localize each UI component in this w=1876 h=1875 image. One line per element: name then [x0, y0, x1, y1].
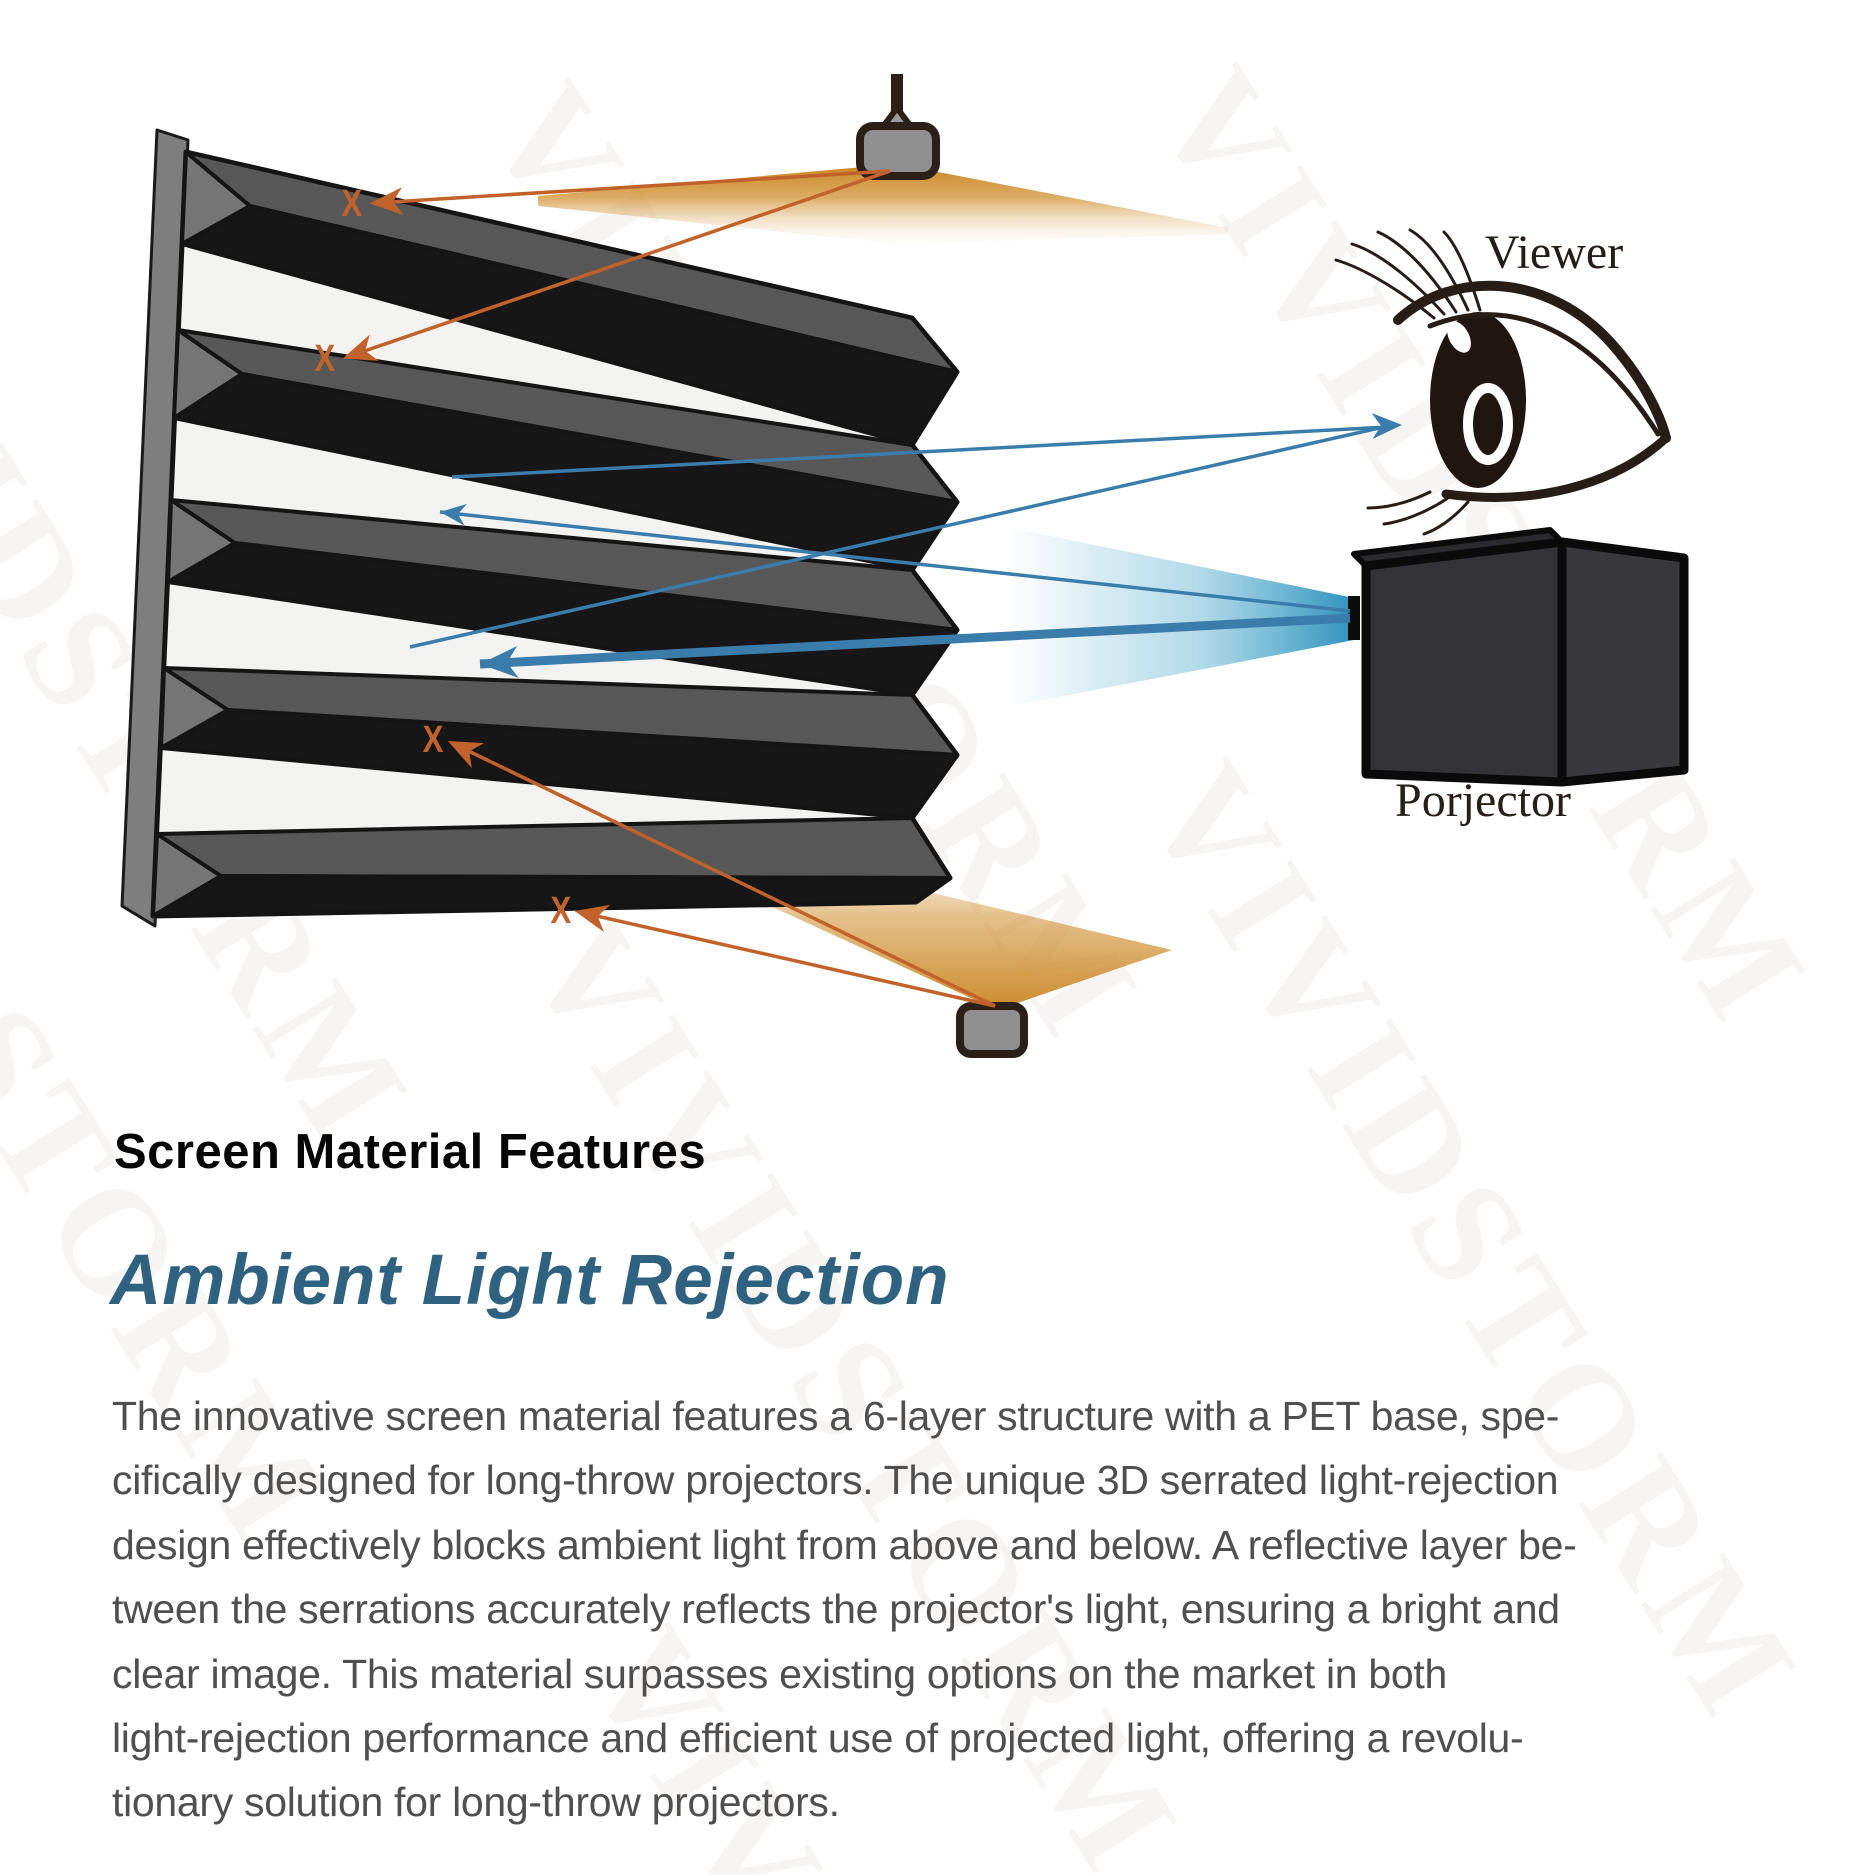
floor-lamp-icon [956, 1002, 1028, 1058]
arrowhead-icon [480, 646, 519, 678]
blocked-ray [578, 910, 996, 1008]
projector-beam-cone [1012, 528, 1354, 706]
projector-ray-main [479, 613, 1351, 669]
description-line: The innovative screen material features … [112, 1393, 1560, 1439]
ambient-light-rays [342, 169, 996, 1008]
description-line: light-rejection performance and efficien… [112, 1715, 1524, 1762]
description-line: design effectively blocks ambient light … [112, 1521, 1577, 1568]
description-line: tionary solution for long-throw projecto… [112, 1779, 840, 1826]
blocked-x-marks: X X X X [314, 183, 571, 932]
screen-side-panel [120, 128, 190, 928]
blocked-light-x-mark: X [423, 719, 444, 761]
blocked-ray [346, 169, 891, 359]
reflected-ray [451, 425, 1389, 479]
arrowhead-icon [440, 503, 468, 526]
blocked-light-x-mark: X [314, 338, 335, 380]
arrowhead-icon [369, 187, 404, 216]
viewer-eye-icon [1334, 228, 1671, 536]
feature-description: The innovative screen material features … [112, 1384, 1577, 1835]
arrowhead-icon [342, 334, 379, 361]
section-title: Screen Material Features [114, 1125, 707, 1179]
arrowhead-icon [447, 741, 485, 769]
arrowhead-icon [1371, 413, 1402, 440]
ceiling-lamp-icon [856, 74, 940, 180]
reflected-ray [409, 424, 1389, 649]
feature-title: Ambient Light Rejection [110, 1241, 950, 1320]
viewer-label: Viewer [1485, 226, 1623, 279]
description-line: tween the serrations accurately reflects… [112, 1586, 1560, 1633]
description-line: clear image. This material surpasses exi… [112, 1650, 1447, 1697]
projector-icon [1348, 527, 1689, 787]
projector-ray-thin [439, 510, 1351, 613]
ceiling-light-glow [538, 164, 1228, 244]
projector-label: Porjector [1395, 774, 1571, 827]
arrowhead-icon [574, 904, 611, 933]
serrated-screen-illustration [120, 128, 960, 928]
blocked-light-x-mark: X [341, 183, 362, 225]
blocked-ray [451, 741, 996, 1008]
projected-light-rays [409, 413, 1402, 678]
description-line: cifically designed for long-throw projec… [112, 1457, 1559, 1504]
blocked-ray [373, 169, 891, 205]
blocked-light-x-mark: X [550, 890, 571, 932]
